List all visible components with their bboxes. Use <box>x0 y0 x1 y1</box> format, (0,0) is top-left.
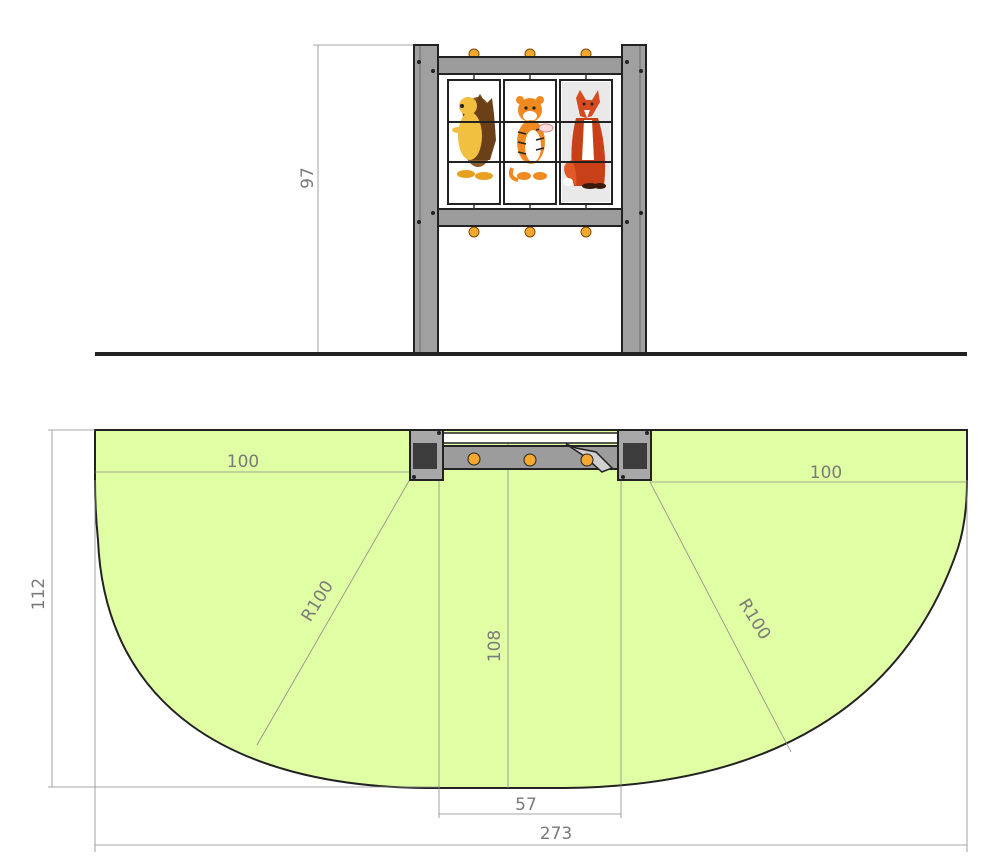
bottom-beam <box>436 208 624 227</box>
right-post-top-view <box>617 429 652 481</box>
center-depth-label: 108 <box>485 630 505 662</box>
bottom-dimensions: 57 273 <box>94 480 968 852</box>
elevation-view: 97 <box>95 44 967 356</box>
right-post <box>621 44 647 354</box>
height-dimension: 97 <box>298 44 415 352</box>
safety-zone <box>94 429 968 789</box>
hedgehog-picture <box>452 94 496 180</box>
tiger-picture <box>508 96 554 182</box>
left-post <box>413 44 439 354</box>
right-width-label: 100 <box>810 463 842 483</box>
depth-label: 112 <box>29 578 49 610</box>
left-width-label: 100 <box>227 452 259 472</box>
fox-picture <box>562 82 610 202</box>
height-label: 97 <box>298 167 318 189</box>
left-post-top-view <box>409 429 444 481</box>
top-beam <box>436 56 624 75</box>
puzzle-panels <box>447 74 613 209</box>
center-width-label: 57 <box>515 795 537 815</box>
structure-top-view <box>409 429 652 481</box>
depth-dimension: 112 <box>29 429 440 788</box>
plan-view: 112 57 273 100 100 R100 R100 108 <box>29 429 968 852</box>
bottom-bolts <box>468 226 592 238</box>
total-width-label: 273 <box>540 824 572 844</box>
